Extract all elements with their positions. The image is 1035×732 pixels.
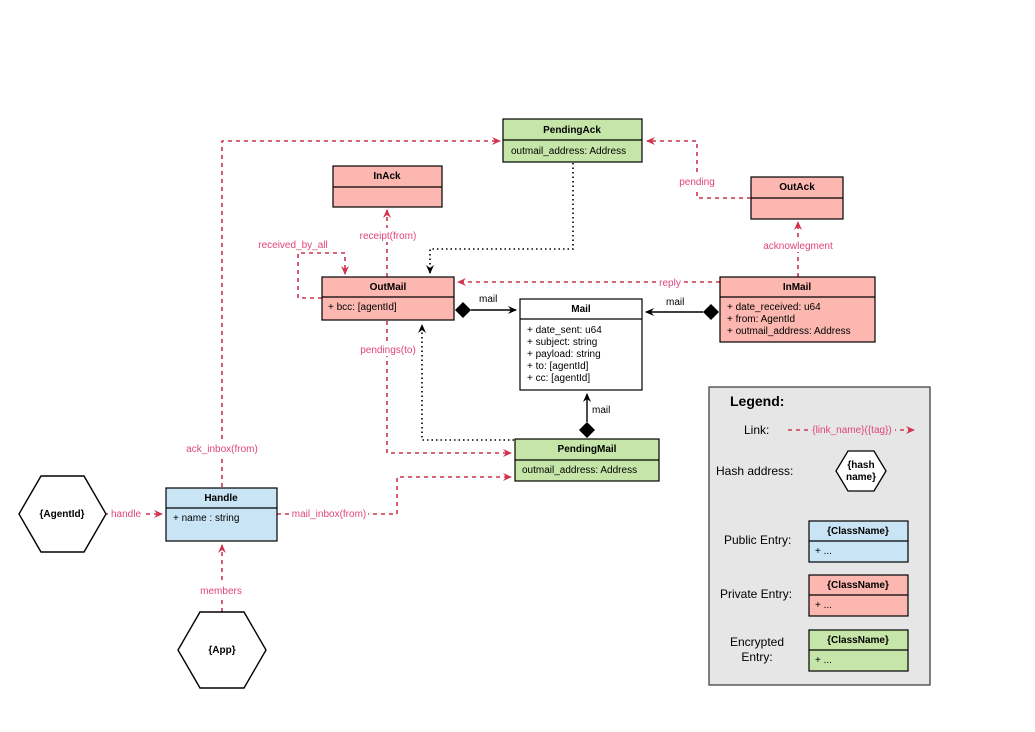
link-pendings <box>386 321 512 457</box>
class-outack[interactable]: OutAck <box>750 176 844 220</box>
svg-text:{ClassName}: {ClassName} <box>827 526 889 537</box>
link-pending <box>646 137 751 199</box>
class-title: InAck <box>373 171 401 182</box>
ref-pendingack-outmail <box>426 163 574 274</box>
link-labels: ack_inbox(from) pending acknowlegment re… <box>108 174 836 597</box>
class-inack[interactable]: InAck <box>332 165 443 208</box>
class-title: Mail <box>571 304 591 315</box>
svg-text:+ ...: + ... <box>815 546 832 557</box>
legend-encrypted-label-2: Entry: <box>741 650 772 664</box>
class-field: + to: [agentId] <box>527 361 589 372</box>
hash-label: {AgentId} <box>40 509 85 520</box>
diamond-outmail <box>455 302 471 318</box>
class-field: + date_received: u64 <box>727 302 821 313</box>
legend-private-label: Private Entry: <box>720 587 792 601</box>
class-title: PendingMail <box>558 444 617 455</box>
legend-private-sample: {ClassName} + ... <box>808 574 909 617</box>
legend-hash-text-1: {hash <box>847 460 874 471</box>
legend-hash-text-2: name} <box>846 472 876 483</box>
comp-label-outmail-mail: mail <box>479 294 497 305</box>
class-title: InMail <box>783 282 812 293</box>
link-ack-inbox <box>221 137 501 487</box>
class-outmail[interactable]: OutMail + bcc: [agentId] <box>321 276 455 321</box>
composition-diamonds <box>455 302 719 438</box>
class-pendingmail[interactable]: PendingMail outmail_address: Address <box>514 438 660 482</box>
label-handle: handle <box>111 509 141 520</box>
label-acknowlegment: acknowlegment <box>763 241 833 252</box>
diamond-pendingmail <box>579 422 595 438</box>
legend-title: Legend: <box>730 393 784 409</box>
composition-lines <box>471 306 703 422</box>
legend-public-label: Public Entry: <box>724 533 791 547</box>
svg-text:{ClassName}: {ClassName} <box>827 635 889 646</box>
class-field: + subject: string <box>527 337 597 348</box>
class-field: + date_sent: u64 <box>527 325 602 336</box>
hash-app[interactable]: {App} <box>177 611 267 689</box>
label-reply: reply <box>659 278 681 289</box>
legend-encrypted-label-1: Encrypted <box>730 635 784 649</box>
legend-public-sample: {ClassName} + ... <box>808 520 909 563</box>
legend-hash-hexagon <box>835 450 887 492</box>
legend-link-sample: {link_name}({tag}) <box>812 425 892 436</box>
class-title: OutAck <box>779 182 815 193</box>
diamond-inmail <box>703 304 719 320</box>
label-receipt: receipt(from) <box>360 231 417 242</box>
class-field: + from: AgentId <box>727 314 795 325</box>
label-mail-inbox: mail_inbox(from) <box>292 509 366 520</box>
class-field: + name : string <box>173 513 239 524</box>
class-field: outmail_address: Address <box>511 146 626 157</box>
class-field: + bcc: [agentId] <box>328 302 397 313</box>
class-inmail[interactable]: InMail + date_received: u64 + from: Agen… <box>719 276 876 343</box>
legend-hash-label: Hash address: <box>716 464 793 478</box>
comp-label-inmail-mail: mail <box>666 297 684 308</box>
class-title: OutMail <box>370 282 407 293</box>
legend-encrypted-sample: {ClassName} + ... <box>808 629 909 672</box>
class-title: Handle <box>204 493 238 504</box>
svg-text:+ ...: + ... <box>815 655 832 666</box>
class-field: outmail_address: Address <box>522 465 637 476</box>
class-pendingack[interactable]: PendingAck outmail_address: Address <box>502 118 643 163</box>
class-field: + cc: [agentId] <box>527 373 590 384</box>
legend-link-label: Link: <box>744 423 769 437</box>
reference-lines <box>418 163 574 441</box>
label-ack-inbox: ack_inbox(from) <box>186 444 258 455</box>
svg-text:{ClassName}: {ClassName} <box>827 580 889 591</box>
class-title: PendingAck <box>543 125 601 136</box>
label-received-by-all: received_by_all <box>258 240 328 251</box>
label-members: members <box>200 586 242 597</box>
class-field: + outmail_address: Address <box>727 326 851 337</box>
label-pending: pending <box>679 177 715 188</box>
legend: Legend: Link: {link_name}({tag}) Hash ad… <box>708 386 931 686</box>
hash-agentid[interactable]: {AgentId} <box>18 475 107 553</box>
class-handle[interactable]: Handle + name : string <box>165 487 278 542</box>
class-mail[interactable]: Mail + date_sent: u64 + subject: string … <box>519 298 643 391</box>
class-field: + payload: string <box>527 349 601 360</box>
label-pendings: pendings(to) <box>360 345 416 356</box>
ref-pendingmail-outmail <box>418 324 514 441</box>
comp-label-pendingmail-mail: mail <box>592 405 610 416</box>
hash-label: {App} <box>208 645 235 656</box>
link-received-by-all <box>297 252 349 299</box>
svg-text:+ ...: + ... <box>815 600 832 611</box>
